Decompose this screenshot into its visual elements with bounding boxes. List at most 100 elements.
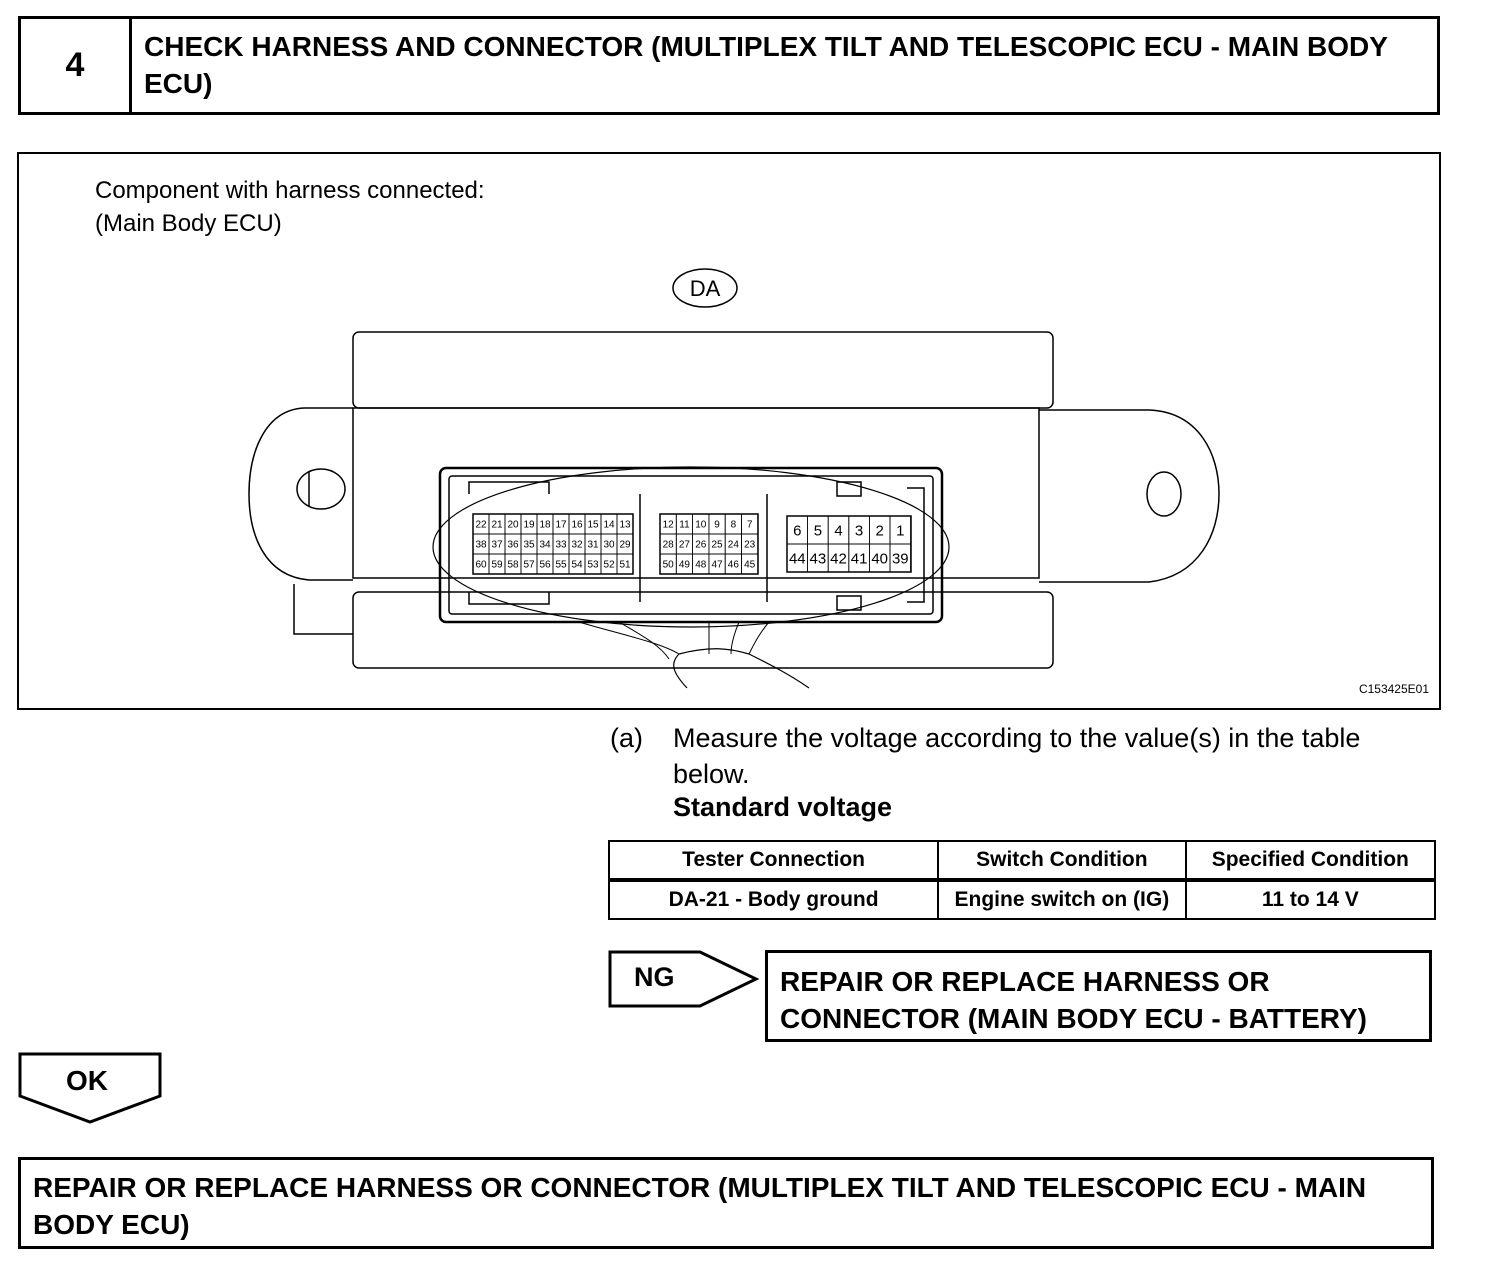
connector-pin-number: 44 (789, 550, 806, 567)
table-header-cell: Specified Condition (1184, 840, 1437, 882)
left-mount-hole (296, 468, 346, 510)
highlight-ellipse (432, 466, 950, 628)
ok-arrow-icon (18, 1052, 162, 1124)
figure-code: C153425E01 (1358, 682, 1429, 696)
instruction-label: (a) (610, 723, 643, 753)
ok-result-box: REPAIR OR REPLACE HARNESS OR CONNECTOR (… (18, 1157, 1434, 1249)
table-row: DA-21 - Body ground Engine switch on (IG… (607, 879, 1437, 920)
step-title: CHECK HARNESS AND CONNECTOR (MULTIPLEX T… (144, 31, 1388, 99)
connector-label-ellipse (672, 268, 738, 308)
connector-pin-number: 6 (793, 522, 801, 539)
ng-label: NG (634, 962, 675, 992)
figure-caption-line1: Component with harness connected: (95, 177, 485, 204)
connector-pin-number: 33 (555, 540, 567, 551)
connector-pin-number: 15 (587, 520, 599, 531)
connector-pin-number: 47 (711, 560, 723, 571)
connector-pin-cell (741, 553, 759, 575)
left-bracket-tab (293, 584, 353, 635)
connector-pin-number: 16 (571, 520, 583, 531)
ok-label: OK (66, 1065, 108, 1096)
right-bracket (1039, 409, 1220, 583)
table-header-row: Tester Connection Switch Condition Speci… (607, 840, 1437, 882)
table-cell: Engine switch on (IG) (937, 879, 1187, 920)
connector-pin-number: 54 (571, 560, 583, 571)
step-header: 4 CHECK HARNESS AND CONNECTOR (MULTIPLEX… (18, 16, 1440, 115)
connector-pin-number: 19 (523, 520, 535, 531)
connector-pin-number: 36 (507, 540, 519, 551)
connector-pin-number: 18 (539, 520, 551, 531)
connector-pin-number: 11 (679, 520, 690, 531)
connector-pin-number: 17 (555, 520, 567, 531)
ecu-lower-housing (352, 591, 1054, 669)
connector-pin-number: 41 (851, 550, 868, 567)
connector-pin-number: 24 (728, 540, 740, 551)
connector-pin-number: 10 (695, 520, 707, 531)
connector-pin-number: 13 (619, 520, 631, 531)
table-cell: 11 to 14 V (1184, 879, 1437, 920)
connector-pin-number: 52 (603, 560, 615, 571)
connector-pin-number: 4 (834, 522, 842, 539)
connector-pin-number: 48 (695, 560, 707, 571)
connector-pin-number: 32 (571, 540, 583, 551)
standard-voltage-title: Standard voltage (673, 792, 893, 822)
connector-pin-number: 8 (731, 520, 737, 531)
connector-pin-cell (889, 543, 912, 573)
connector-pin-number: 39 (892, 550, 909, 567)
connector-pin-number: 21 (491, 520, 503, 531)
connector-pin-number: 20 (507, 520, 519, 531)
connector-pin-number: 25 (711, 540, 723, 551)
connector-pin-number: 56 (539, 560, 551, 571)
connector-pin-number: 38 (475, 540, 487, 551)
connector-pin-cell (616, 553, 634, 575)
ng-arrow-icon (608, 950, 760, 1008)
connector-pin-number: 27 (679, 540, 691, 551)
step-number: 4 (21, 19, 132, 112)
connector-pin-number: 43 (810, 550, 827, 567)
connector-pin-number: 34 (539, 540, 551, 551)
connector-pin-number: 12 (663, 520, 675, 531)
instruction-text: Measure the voltage according to the val… (673, 723, 1361, 789)
connector-pin-number: 57 (523, 560, 535, 571)
connector-pin-number: 51 (619, 560, 631, 571)
connector-pin-number: 30 (603, 540, 615, 551)
connector-pin-number: 29 (619, 540, 631, 551)
connector-label: DA (690, 276, 721, 301)
connector-pin-number: 31 (587, 540, 599, 551)
connector-pin-number: 53 (587, 560, 599, 571)
table-header-cell: Tester Connection (607, 840, 940, 882)
connector-pin-number: 37 (491, 540, 503, 551)
left-bracket (248, 407, 353, 581)
connector-figure: Component with harness connected: (Main … (17, 152, 1441, 710)
right-mount-hole (1146, 471, 1182, 517)
connector-pin-number: 2 (876, 522, 884, 539)
connector-pin-number: 22 (475, 520, 487, 531)
connector-pin-number: 40 (871, 550, 888, 567)
ecu-main-body (352, 407, 1040, 579)
connector-pin-number: 26 (695, 540, 707, 551)
connector-pin-number: 49 (679, 560, 691, 571)
connector-pin-number: 1 (896, 522, 904, 539)
connector-pin-number: 14 (603, 520, 615, 531)
connector-pin-number: 3 (855, 522, 863, 539)
connector-pin-number: 45 (744, 560, 756, 571)
connector-pin-number: 59 (491, 560, 503, 571)
connector-pin-number: 60 (475, 560, 487, 571)
connector-pin-number: 35 (523, 540, 535, 551)
connector-outer (438, 466, 944, 624)
table-header-cell: Switch Condition (937, 840, 1187, 882)
spec-table: Tester Connection Switch Condition Speci… (607, 840, 1437, 920)
connector-pin-number: 28 (663, 540, 675, 551)
connector-inner (448, 475, 934, 615)
table-cell: DA-21 - Body ground (607, 879, 940, 920)
figure-caption: Component with harness connected: (Main … (95, 174, 485, 240)
connector-pin-number: 42 (830, 550, 847, 567)
connector-pin-number: 23 (744, 540, 756, 551)
connector-pin-number: 46 (728, 560, 740, 571)
connector-pin-number: 50 (663, 560, 675, 571)
ng-result-box: REPAIR OR REPLACE HARNESS OR CONNECTOR (… (765, 950, 1432, 1042)
ecu-upper-housing (352, 331, 1054, 409)
connector-pin-number: 9 (714, 520, 720, 531)
connector-pin-number: 58 (507, 560, 519, 571)
connector-pin-number: 55 (555, 560, 567, 571)
